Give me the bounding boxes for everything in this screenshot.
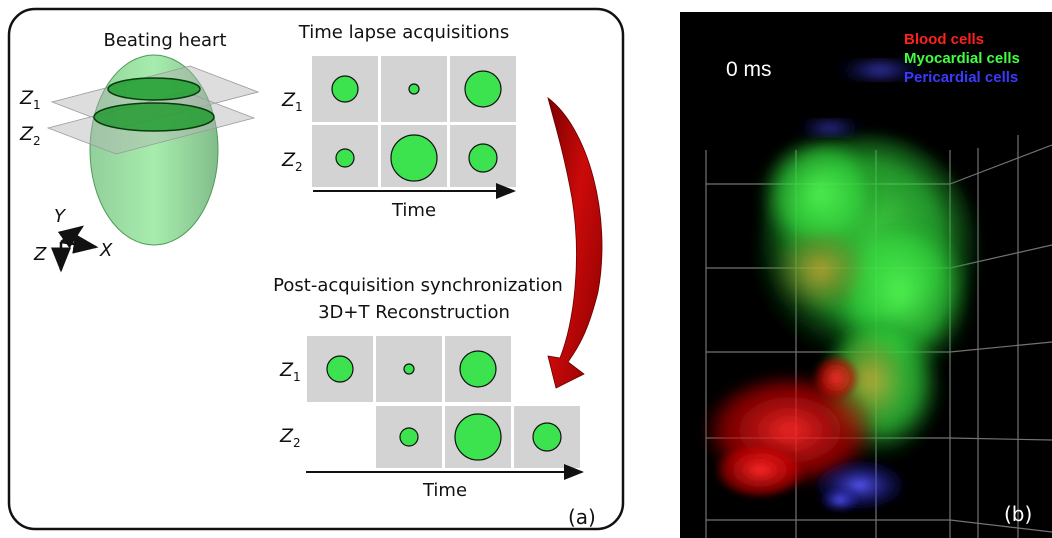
heart-volume-render: [705, 60, 978, 512]
axis-y-label: Y: [54, 206, 67, 227]
panel-a-label: (a): [568, 505, 596, 529]
cell-bot-z2-t4: [532, 422, 562, 452]
heart-ellipsoid: [89, 54, 219, 246]
cell-top-z1-t3: [464, 70, 502, 108]
bottom-row-z1-label: Z1: [279, 359, 301, 384]
legend-pericardial-cells: Pericardial cells: [904, 69, 1018, 86]
legend: Blood cells Myocardial cells Pericardial…: [904, 31, 1020, 86]
axis-y-arrow: [57, 225, 85, 249]
top-row-z1-label: Z1: [281, 89, 303, 114]
time-label-top: Time: [391, 200, 436, 221]
axis-x-label: X: [99, 240, 113, 261]
panel-b-label: (b): [1004, 502, 1032, 526]
cell-top-z1-t2: [408, 83, 420, 95]
sync-arrow: [547, 96, 603, 389]
axis-x-arrow: [60, 233, 99, 254]
cell-top-z2-t1: [335, 148, 355, 168]
cell-bot-z2-t2: [399, 427, 419, 447]
cell-top-z2-t2: [390, 134, 438, 182]
cell-top-z2-t3: [468, 143, 498, 173]
sync-grid: [307, 336, 580, 468]
time-lapse-grid: [312, 56, 516, 187]
time-stamp: 0 ms: [726, 58, 772, 81]
time-lapse-title: Time lapse acquisitions: [298, 22, 509, 43]
top-row-z2-label: Z2: [281, 149, 303, 174]
plane-z2-label: Z2: [19, 123, 41, 148]
cell-bot-z2-t3: [454, 413, 502, 461]
plane-z1-label: Z1: [19, 87, 41, 112]
cell-top-z1-t1: [331, 75, 359, 103]
heart-slice-z2: [93, 102, 215, 132]
axes-gizmo: Y X Z: [33, 206, 113, 273]
sync-title-line2: 3D+T Reconstruction: [318, 302, 510, 323]
heart-slice-z1: [107, 77, 201, 101]
time-label-bottom: Time: [422, 480, 467, 501]
panel-b: 0 ms Blood cells Myocardial cells Perica…: [680, 12, 1052, 538]
heart-illustration: [46, 54, 260, 246]
cell-bot-z1-t3: [459, 350, 497, 388]
cell-bot-z1-t1: [326, 355, 354, 383]
beating-heart-title: Beating heart: [103, 30, 226, 51]
axis-z-label: Z: [33, 244, 47, 265]
legend-myocardial-cells: Myocardial cells: [904, 50, 1020, 67]
legend-blood-cells: Blood cells: [904, 31, 984, 48]
bottom-row-z2-label: Z2: [279, 425, 301, 450]
sync-title-line1: Post-acquisition synchronization: [273, 275, 563, 296]
cell-bot-z1-t2: [403, 363, 415, 375]
panel-a: Beating heart Z1 Z2 Y X Z Time lapse acq…: [7, 7, 625, 531]
